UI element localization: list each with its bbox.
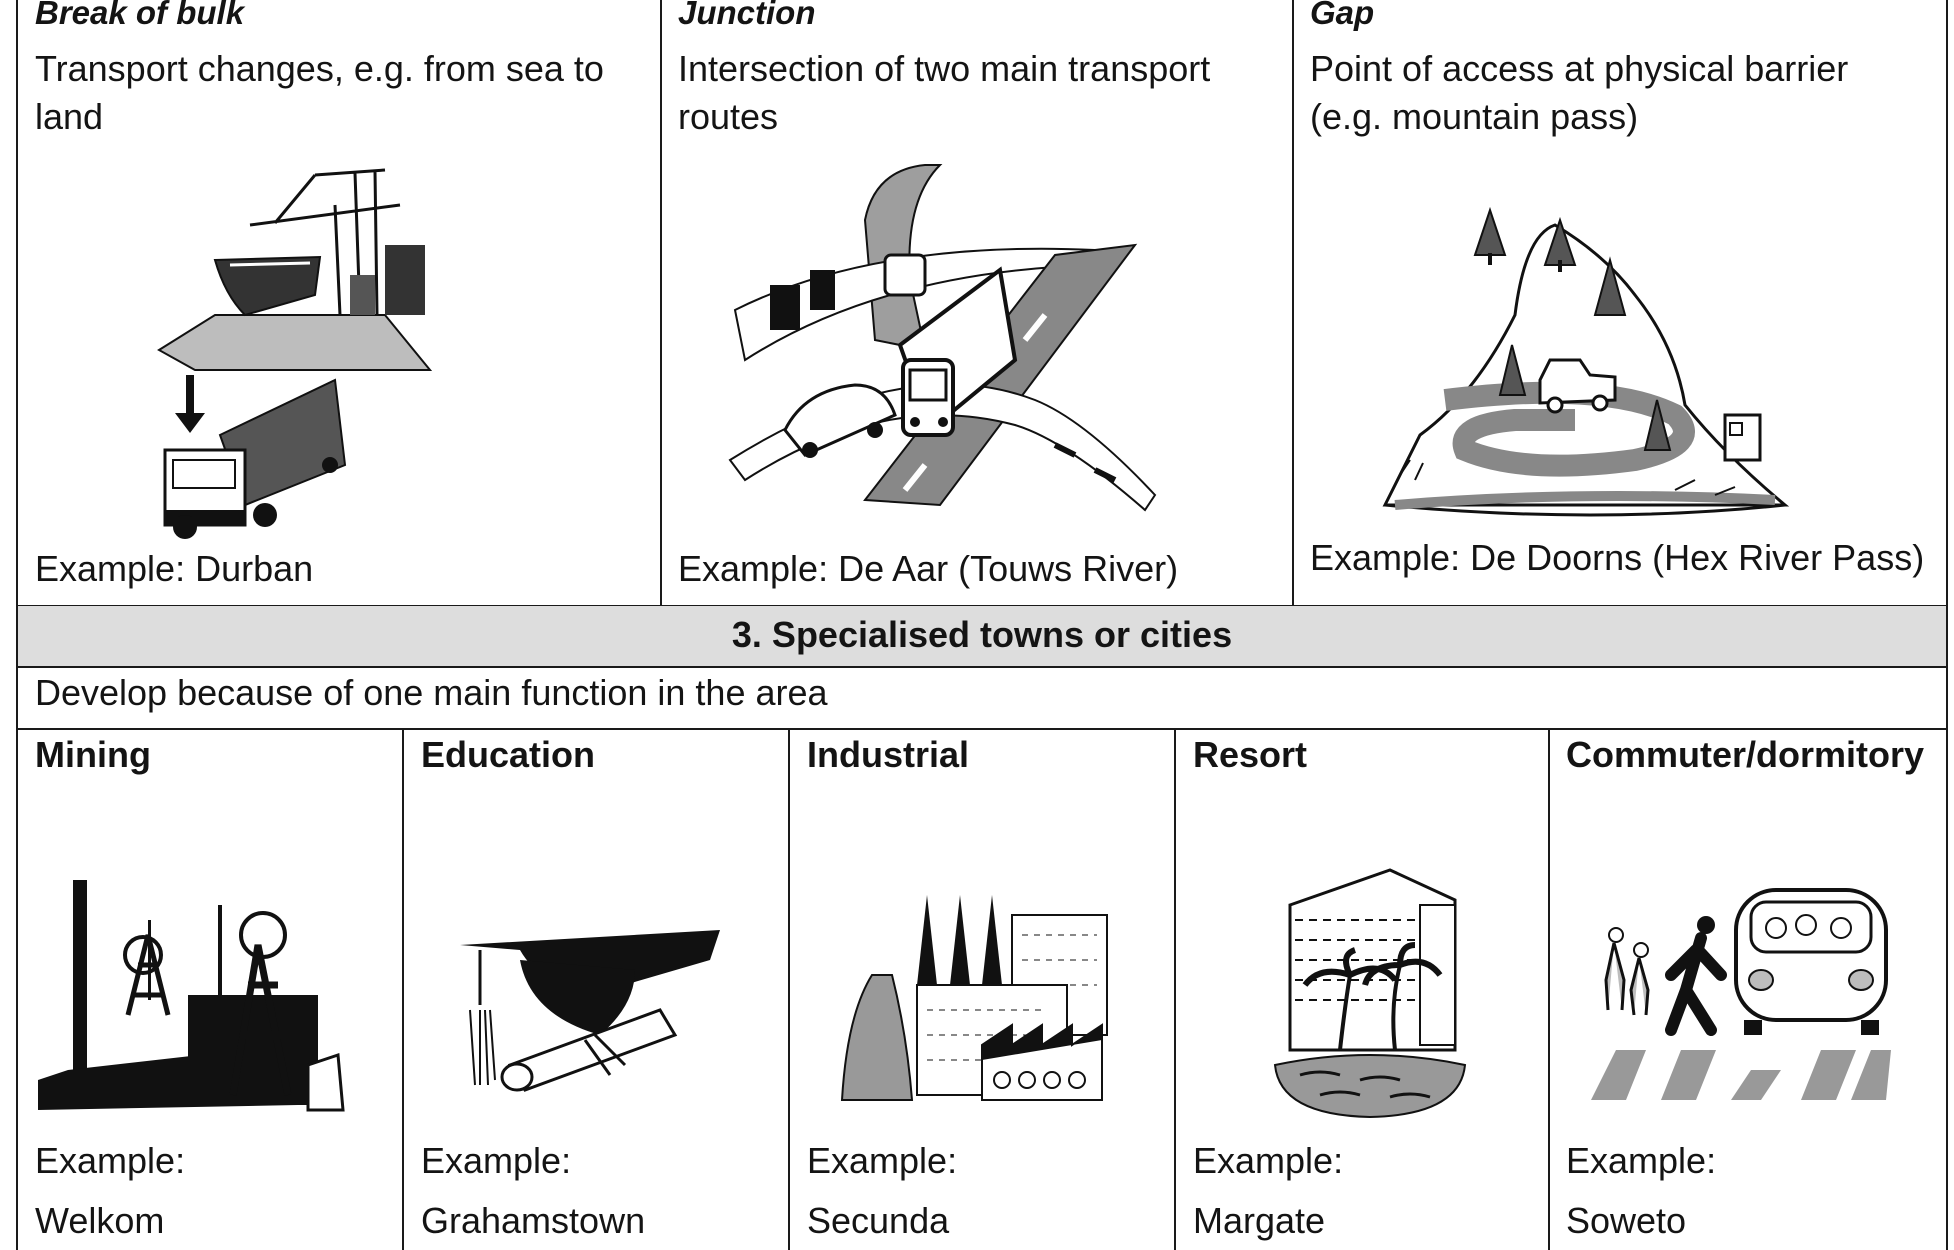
graduation-cap-icon <box>460 930 720 1092</box>
divider-bottom-1 <box>402 728 404 1250</box>
industrial-title: Industrial <box>807 734 970 775</box>
divider-bottom-4 <box>1548 728 1550 1250</box>
education-example-label: Example: <box>421 1140 572 1181</box>
commuters-bus-icon <box>1591 888 1891 1100</box>
gap-description: Point of access at physical barrier (e.g… <box>1310 48 1849 137</box>
resort-example-value: Margate <box>1193 1200 1326 1241</box>
education-title: Education <box>421 734 596 775</box>
mining-title: Mining <box>35 734 151 775</box>
resort-example-label: Example: <box>1193 1140 1344 1181</box>
section-description: Develop because of one main function in … <box>35 672 828 713</box>
gap-title: Gap <box>1310 0 1375 31</box>
commuter-example-label: Example: <box>1566 1140 1717 1181</box>
industrial-example-value: Secunda <box>807 1200 950 1241</box>
road-junction-icon <box>728 164 1157 512</box>
mining-example-label: Example: <box>35 1140 186 1181</box>
junction-description: Intersection of two main transport route… <box>678 48 1211 137</box>
table-border-right <box>1946 0 1948 1250</box>
divider-bottom-3 <box>1174 728 1176 1250</box>
commuter-title: Commuter/dormitory <box>1566 734 1925 775</box>
section-banner: 3. Specialised towns or cities <box>18 606 1946 666</box>
mountain-pass-icon <box>1382 206 1790 517</box>
junction-example: Example: De Aar (Touws River) <box>678 548 1179 589</box>
gap-example: Example: De Doorns (Hex River Pass) <box>1310 537 1925 578</box>
divider-bottom-2 <box>788 728 790 1250</box>
mining-example-value: Welkom <box>35 1200 165 1241</box>
factory-icon <box>840 895 1108 1101</box>
beach-hotel-icon <box>1273 868 1467 1119</box>
education-example-value: Grahamstown <box>421 1200 646 1241</box>
commuter-example-value: Soweto <box>1566 1200 1687 1241</box>
ship-and-truck-icon <box>157 168 433 539</box>
break-of-bulk-title: Break of bulk <box>35 0 245 31</box>
resort-title: Resort <box>1193 734 1308 775</box>
divider-top-1 <box>660 0 662 606</box>
break-of-bulk-description: Transport changes, e.g. from sea to land <box>35 48 604 137</box>
table-border-left <box>16 0 18 1250</box>
mine-headgear-icon <box>38 880 345 1112</box>
divider-top-2 <box>1292 0 1294 606</box>
break-of-bulk-example: Example: Durban <box>35 548 314 589</box>
divider-row-2 <box>16 666 1948 668</box>
divider-row-3 <box>16 728 1948 730</box>
industrial-example-label: Example: <box>807 1140 958 1181</box>
section-heading: 3. Specialised towns or cities <box>731 614 1233 655</box>
junction-title: Junction <box>678 0 816 31</box>
